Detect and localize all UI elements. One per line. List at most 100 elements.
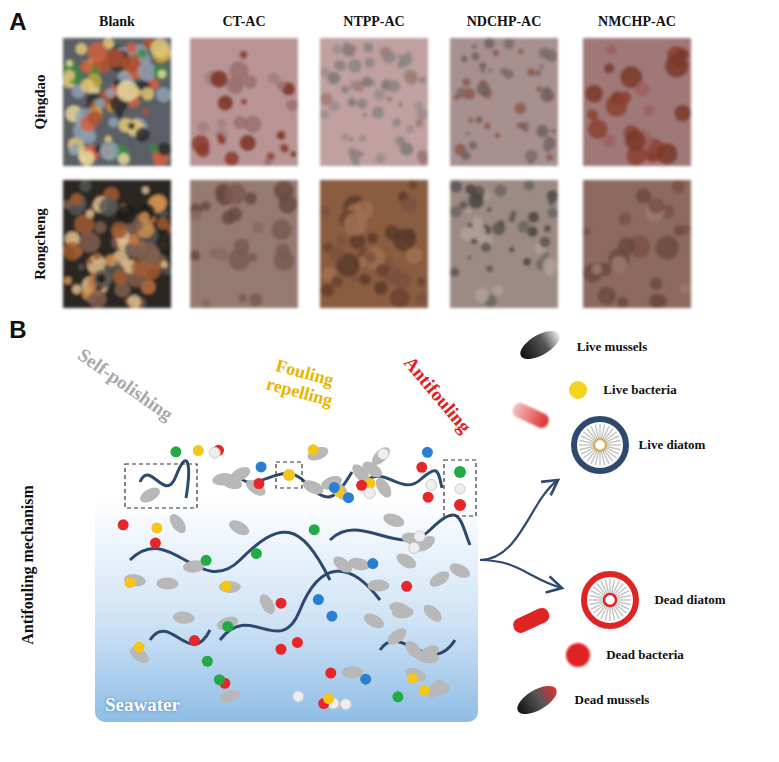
fouling-patch — [63, 241, 82, 260]
fouling-patch — [680, 283, 691, 294]
fouling-patch — [543, 87, 550, 94]
particle — [455, 484, 465, 494]
fouling-patch — [141, 87, 154, 100]
fouling-patch — [492, 222, 505, 235]
fouling-patch — [486, 265, 493, 272]
fouling-patch — [650, 278, 663, 291]
fouling-patch — [484, 38, 495, 49]
fouling-patch — [86, 210, 94, 218]
panel-letter: A — [9, 9, 26, 35]
fouling-patch — [275, 243, 290, 258]
fouling-patch — [551, 129, 556, 134]
fouling-patch — [201, 201, 211, 211]
site-label: Qingdao — [32, 74, 49, 129]
fouling-patch — [525, 150, 538, 163]
fouling-patch — [234, 238, 250, 254]
fouling-patch — [500, 67, 508, 75]
fouling-patch — [356, 98, 367, 109]
fouling-patch — [348, 98, 357, 107]
active-particle — [275, 644, 286, 655]
fouling-patch — [158, 142, 171, 155]
fouling-patch — [523, 258, 531, 266]
diatom-rib — [602, 452, 605, 466]
fouling-patch — [365, 252, 376, 263]
fouling-patch — [342, 133, 349, 140]
filler-particle — [166, 511, 189, 536]
fouling-patch — [605, 95, 627, 117]
fouling-patch — [611, 256, 627, 272]
mechanism-label: Self-polishing — [74, 345, 177, 426]
fouling-patch — [128, 234, 139, 245]
fouling-patch — [215, 248, 229, 262]
fouling-patch — [349, 137, 353, 141]
fouling-patch — [80, 61, 93, 74]
fouling-patch — [681, 225, 691, 235]
seawater-box: Seawater — [95, 498, 478, 722]
fouling-patch — [400, 142, 414, 156]
dashed-box — [125, 464, 197, 508]
coating-label: NMCHP-AC — [598, 14, 676, 29]
fouling-patch — [405, 71, 418, 84]
particle — [454, 499, 466, 511]
fouling-patch — [536, 86, 542, 92]
fouling-patch — [544, 225, 551, 232]
fouling-patch — [128, 295, 141, 308]
fouling-patch — [656, 143, 677, 164]
active-particle — [343, 492, 354, 503]
fouling-patch — [359, 273, 371, 285]
photo-ground — [190, 38, 298, 166]
coating-label: Blank — [99, 14, 135, 29]
bacteria-icon — [511, 606, 552, 636]
fouling-patch — [665, 54, 689, 78]
fouling-patch — [527, 68, 536, 77]
fouling-patch — [535, 70, 541, 76]
fouling-patch — [635, 82, 650, 97]
fouling-patch — [492, 285, 503, 296]
fouling-patch — [108, 118, 118, 128]
filler-particle — [243, 477, 268, 499]
fouling-patch — [519, 122, 526, 129]
fouling-patch — [72, 285, 81, 294]
fouling-patch — [329, 246, 344, 261]
fouling-patch — [418, 278, 426, 286]
panel-photo — [190, 38, 298, 166]
fouling-patch — [333, 44, 343, 54]
active-particle — [221, 580, 232, 591]
fouling-patch — [583, 227, 591, 235]
panel-photo — [320, 180, 428, 308]
fouling-patch — [350, 52, 355, 57]
fouling-patch — [138, 49, 147, 58]
fouling-patch — [374, 281, 388, 295]
fouling-patch — [290, 151, 296, 157]
fouling-patch — [481, 242, 491, 252]
fouling-patch — [674, 105, 691, 122]
fouling-patch — [348, 45, 356, 53]
fouling-patch — [117, 204, 137, 224]
fouling-patch — [385, 225, 400, 240]
fouling-patch — [518, 221, 530, 233]
active-particle — [150, 538, 161, 549]
fouling-patch — [252, 222, 264, 234]
fouling-patch — [93, 253, 100, 260]
bacteria-icon — [510, 401, 551, 431]
fouling-patch — [126, 43, 137, 54]
fouling-patch — [238, 294, 247, 303]
diatom-rib — [617, 599, 631, 600]
fouling-patch — [618, 237, 635, 254]
fouling-patch — [66, 60, 73, 67]
fouling-patch — [465, 184, 476, 195]
panel-photo — [63, 38, 171, 166]
fouling-patch — [321, 283, 334, 296]
fouling-patch — [518, 49, 524, 55]
fouling-patch — [197, 122, 209, 134]
active-particle — [364, 488, 375, 499]
fouling-patch — [218, 95, 234, 111]
fouling-patch — [359, 135, 366, 142]
particle — [283, 469, 295, 481]
fouling-patch — [135, 128, 149, 142]
fouling-patch — [218, 136, 226, 144]
fouling-patch — [466, 208, 471, 213]
fouling-patch — [249, 293, 263, 307]
photo-ground — [583, 38, 691, 166]
